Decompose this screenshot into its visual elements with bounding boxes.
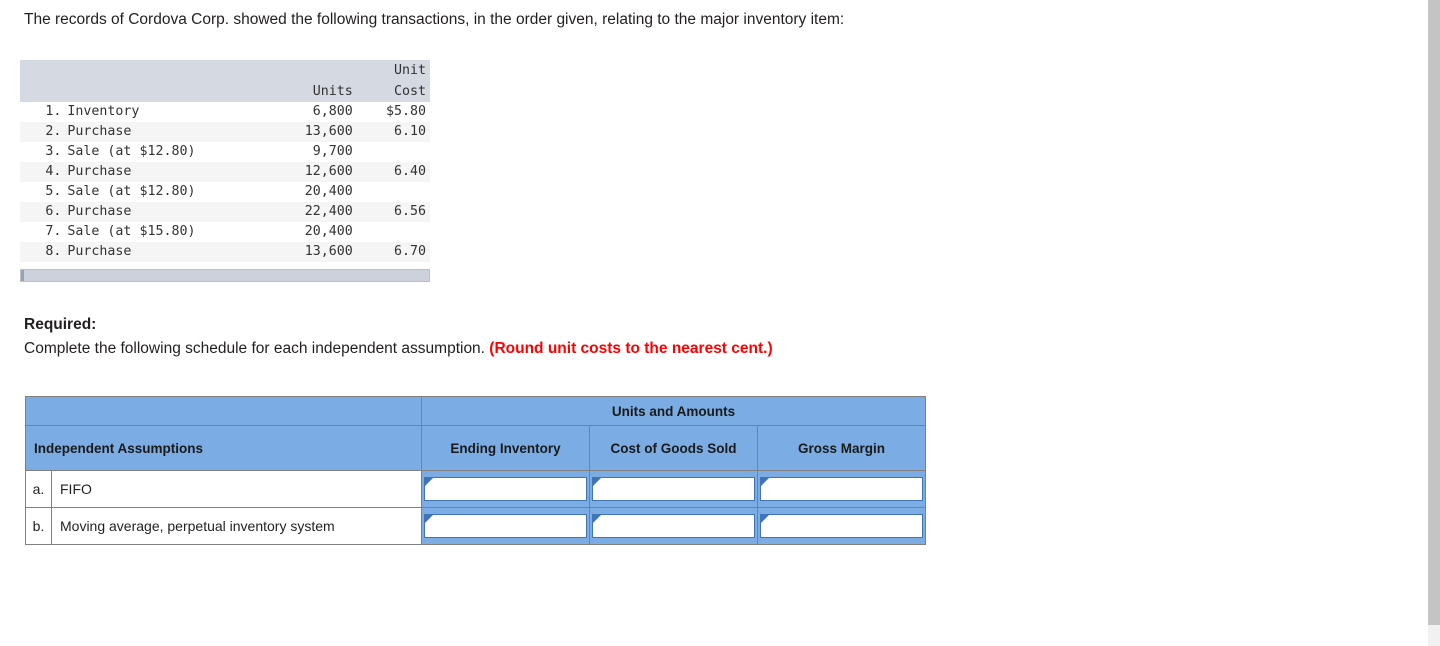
- row-units: 6,800: [312, 104, 353, 119]
- table-row: 7. Sale (at $15.80) 20,400: [20, 222, 430, 242]
- transactions-header-row-bottom: Units Cost: [20, 82, 430, 102]
- row-desc: Inventory: [67, 104, 140, 119]
- table-row: 3. Sale (at $12.80) 9,700: [20, 142, 430, 162]
- transactions-table-body: 1. Inventory 6,800 $5.80 2. Purchase 13,…: [20, 102, 430, 262]
- transactions-horizontal-scrollbar[interactable]: [20, 269, 430, 282]
- row-letter-b: b.: [25, 507, 52, 545]
- required-instruction: Complete the following schedule for each…: [24, 340, 773, 358]
- row-desc: Purchase: [67, 244, 132, 259]
- table-row: b. Moving average, perpetual inventory s…: [25, 507, 926, 545]
- input-cogs-a[interactable]: [592, 476, 755, 501]
- row-number: 2.: [45, 124, 62, 139]
- row-desc: Sale (at $12.80): [67, 184, 196, 199]
- row-number: 3.: [45, 144, 62, 159]
- intro-paragraph: The records of Cordova Corp. showed the …: [24, 11, 845, 28]
- table-row: 1. Inventory 6,800 $5.80: [20, 102, 430, 122]
- required-label: Required:: [24, 316, 97, 333]
- row-cost: 6.40: [393, 164, 426, 179]
- cell-ending-inventory-b[interactable]: [421, 507, 590, 545]
- row-number: 4.: [45, 164, 62, 179]
- schedule-column-header-row: Independent Assumptions Ending Inventory…: [25, 425, 926, 471]
- input-ending-inventory-a[interactable]: [424, 476, 587, 501]
- row-units: 22,400: [304, 204, 353, 219]
- table-row: 5. Sale (at $12.80) 20,400: [20, 182, 430, 202]
- schedule-header-blank: [25, 396, 422, 426]
- row-desc: Sale (at $15.80): [67, 224, 196, 239]
- row-units: 20,400: [304, 184, 353, 199]
- cell-cogs-a[interactable]: [589, 470, 758, 508]
- row-cost: [353, 182, 430, 202]
- header-unit-label: Unit: [393, 63, 426, 78]
- transactions-table: Unit Units Cost 1. Inventory 6,800 $5.80…: [20, 60, 430, 262]
- row-assumption-a: FIFO: [51, 470, 422, 508]
- row-units: 9,700: [312, 144, 353, 159]
- column-header-cogs: Cost of Goods Sold: [589, 425, 758, 471]
- cell-gross-margin-a[interactable]: [757, 470, 926, 508]
- input-gross-margin-a[interactable]: [760, 476, 923, 501]
- row-cost: 6.10: [393, 124, 426, 139]
- row-cost: $5.80: [385, 104, 426, 119]
- row-desc: Sale (at $12.80): [67, 144, 196, 159]
- input-ending-inventory-b[interactable]: [424, 513, 587, 538]
- row-letter-a: a.: [25, 470, 52, 508]
- page-scrollbar-corner: [1428, 625, 1440, 646]
- row-cost: 6.70: [393, 244, 426, 259]
- scrollbar-thumb[interactable]: [21, 270, 24, 281]
- row-units: 13,600: [304, 124, 353, 139]
- required-instruction-text: Complete the following schedule for each…: [24, 340, 490, 357]
- header-cost: Cost: [393, 84, 426, 99]
- table-row: 6. Purchase 22,400 6.56: [20, 202, 430, 222]
- row-units: 12,600: [304, 164, 353, 179]
- row-number: 7.: [45, 224, 62, 239]
- row-desc: Purchase: [67, 204, 132, 219]
- row-number: 1.: [45, 104, 62, 119]
- schedule-group-header-row: Units and Amounts: [25, 396, 926, 426]
- column-header-assumptions: Independent Assumptions: [25, 425, 422, 471]
- row-desc: Purchase: [67, 164, 132, 179]
- row-cost: 6.56: [393, 204, 426, 219]
- table-row: 2. Purchase 13,600 6.10: [20, 122, 430, 142]
- header-blank-num: [20, 60, 67, 82]
- header-units: Units: [312, 84, 353, 99]
- row-assumption-b: Moving average, perpetual inventory syst…: [51, 507, 422, 545]
- input-cogs-b[interactable]: [592, 513, 755, 538]
- cell-ending-inventory-a[interactable]: [421, 470, 590, 508]
- table-row: 4. Purchase 12,600 6.40: [20, 162, 430, 182]
- input-gross-margin-b[interactable]: [760, 513, 923, 538]
- column-header-gross-margin: Gross Margin: [757, 425, 926, 471]
- row-cost: [353, 222, 430, 242]
- transactions-table-container: Unit Units Cost 1. Inventory 6,800 $5.80…: [20, 60, 430, 282]
- page-scrollbar[interactable]: [1428, 0, 1440, 625]
- row-number: 6.: [45, 204, 62, 219]
- cell-gross-margin-b[interactable]: [757, 507, 926, 545]
- row-cost: [353, 142, 430, 162]
- cell-cogs-b[interactable]: [589, 507, 758, 545]
- row-number: 5.: [45, 184, 62, 199]
- transactions-header-row-top: Unit: [20, 60, 430, 82]
- column-header-ending-inventory: Ending Inventory: [421, 425, 590, 471]
- transactions-table-head: Unit Units Cost: [20, 60, 430, 102]
- schedule-table: Units and Amounts Independent Assumption…: [25, 396, 926, 545]
- header-blank-desc: [67, 60, 261, 82]
- header-units-top: [262, 60, 353, 82]
- table-row: 8. Purchase 13,600 6.70: [20, 242, 430, 262]
- header-blank-desc-2: [67, 82, 261, 102]
- row-units: 20,400: [304, 224, 353, 239]
- row-desc: Purchase: [67, 124, 132, 139]
- round-note: (Round unit costs to the nearest cent.): [489, 340, 773, 357]
- header-blank-num-2: [20, 82, 67, 102]
- schedule-group-header: Units and Amounts: [421, 396, 926, 426]
- row-units: 13,600: [304, 244, 353, 259]
- table-row: a. FIFO: [25, 470, 926, 508]
- row-number: 8.: [45, 244, 62, 259]
